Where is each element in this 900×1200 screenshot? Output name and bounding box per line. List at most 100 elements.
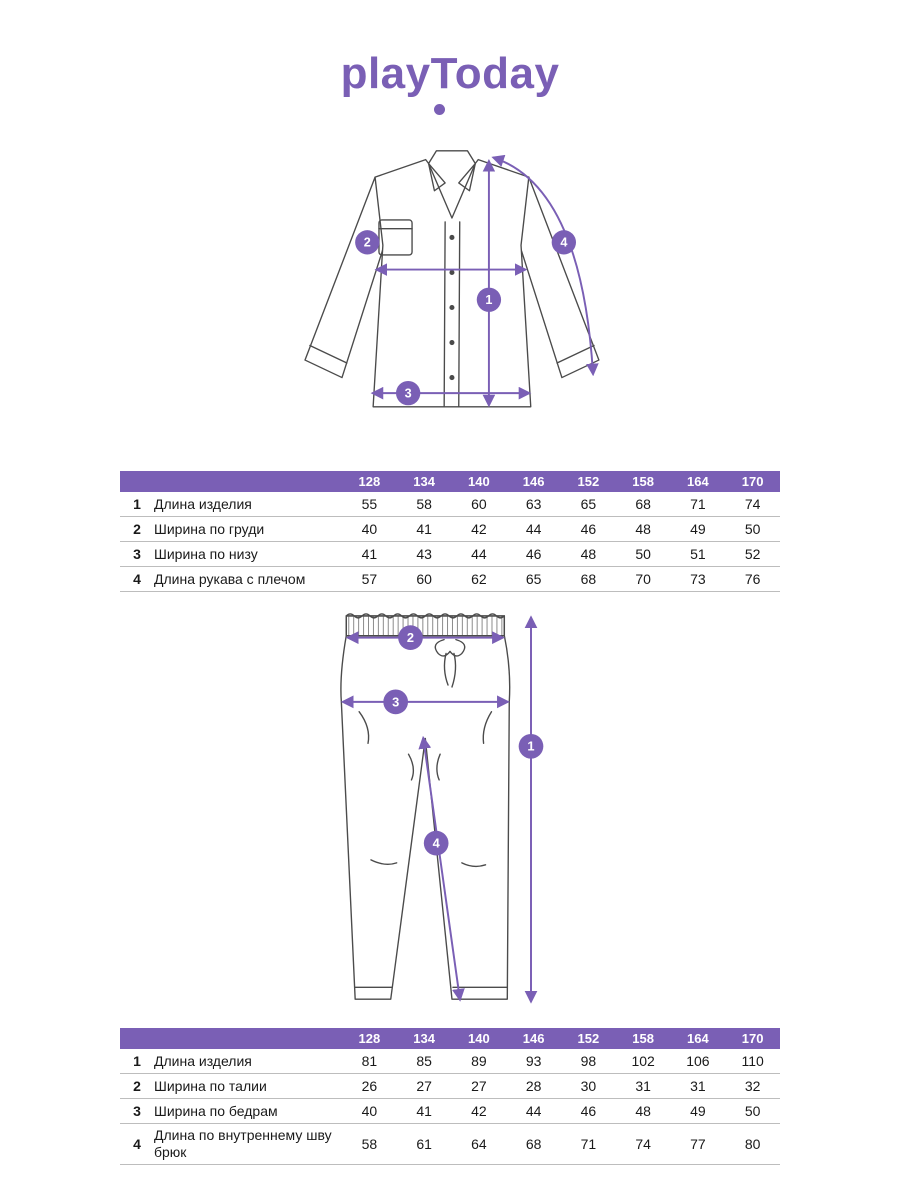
measurement-value: 98: [580, 1053, 597, 1069]
shirt-marker-1: 1: [485, 293, 492, 307]
size-column-header: 146: [522, 474, 545, 489]
row-number: 2: [133, 1078, 141, 1094]
measurement-value: 48: [635, 521, 651, 537]
measurement-value: 46: [580, 521, 597, 537]
row-number: 4: [133, 1135, 141, 1152]
measurement-value: 74: [635, 1135, 651, 1152]
measurement-label: Длина изделия: [154, 1052, 252, 1069]
size-column-header: 158: [632, 1031, 654, 1046]
size-column-header: 128: [358, 1031, 381, 1046]
measurement-value: 27: [471, 1078, 487, 1094]
measurement-label: Ширина по груди: [154, 520, 265, 537]
measurement-value: 46: [525, 546, 542, 562]
pants-diagram: 1 2 3 4: [0, 608, 900, 1018]
measurement-value: 62: [471, 571, 487, 587]
measurement-value: 46: [580, 1103, 597, 1119]
measurement-value: 74: [744, 496, 761, 512]
measurement-value: 73: [690, 571, 706, 587]
pants-table-header-row: 128 134 140 146 152 158 164 170: [120, 1028, 780, 1049]
pants-marker-1: 1: [527, 739, 534, 754]
measurement-value: 57: [361, 571, 378, 587]
shirt-marker-4: 4: [560, 236, 567, 250]
measurement-value: 89: [471, 1053, 487, 1069]
measurement-label: Ширина по талии: [154, 1077, 267, 1094]
size-column-header: 170: [741, 1031, 764, 1046]
row-number: 1: [133, 1053, 141, 1069]
row-number: 4: [133, 571, 141, 587]
measurement-value: 64: [471, 1135, 487, 1152]
measurement-value: 44: [525, 1103, 542, 1119]
measurement-value: 31: [635, 1078, 651, 1094]
size-column-header: 170: [741, 474, 764, 489]
measurement-value: 49: [690, 521, 706, 537]
measurement-value: 40: [361, 521, 378, 537]
size-column-header: 164: [687, 1031, 709, 1046]
size-column-header: 164: [687, 474, 709, 489]
measurement-value: 76: [744, 571, 761, 587]
shirt-diagram: 1 2 3 4: [0, 140, 900, 445]
measurement-value: 58: [416, 496, 432, 512]
measurement-label: Длина по внутреннему шву брюк: [154, 1127, 332, 1160]
measurement-value: 32: [744, 1078, 761, 1094]
size-column-header: 152: [577, 1031, 600, 1046]
measurement-value: 70: [635, 571, 651, 587]
measurement-value: 51: [690, 546, 706, 562]
measurement-value: 60: [416, 571, 432, 587]
size-column-header: 128: [358, 474, 381, 489]
shirt-marker-3: 3: [405, 387, 412, 401]
pants-measure-lines: [340, 615, 538, 1004]
measurement-value: 40: [361, 1103, 378, 1119]
measurement-value: 41: [416, 1103, 432, 1119]
measurement-value: 65: [580, 496, 597, 512]
size-column-header: 134: [413, 474, 435, 489]
row-number: 1: [133, 496, 141, 512]
measurement-value: 68: [525, 1135, 542, 1152]
measurement-value: 102: [631, 1053, 655, 1069]
measurement-value: 60: [471, 496, 487, 512]
measurement-value: 48: [580, 546, 597, 562]
brand-logo: playToday: [0, 0, 900, 115]
size-column-header: 146: [522, 1031, 545, 1046]
measurement-value: 26: [361, 1078, 378, 1094]
row-number: 2: [133, 521, 141, 537]
pants-outline: [340, 613, 511, 1000]
shirt-marker-2: 2: [364, 236, 371, 250]
size-column-header: 158: [632, 474, 654, 489]
measurement-value: 50: [744, 521, 761, 537]
size-column-header: 134: [413, 1031, 435, 1046]
size-column-header: 140: [468, 474, 490, 489]
measurement-value: 42: [471, 521, 487, 537]
measurement-value: 61: [416, 1135, 432, 1152]
measurement-label: Длина изделия: [154, 495, 252, 512]
measurement-value: 71: [690, 496, 706, 512]
measurement-value: 85: [416, 1053, 432, 1069]
measurement-value: 93: [525, 1053, 542, 1069]
row-number: 3: [133, 1103, 141, 1119]
shirt-outline: [304, 150, 600, 408]
pants-measure-badges: 1 2 3 4: [383, 625, 544, 856]
measurement-value: 44: [525, 521, 542, 537]
measurement-value: 50: [635, 546, 651, 562]
measurement-value: 28: [525, 1078, 542, 1094]
pants-marker-2: 2: [407, 630, 414, 645]
measurement-value: 42: [471, 1103, 487, 1119]
measurement-value: 65: [525, 571, 542, 587]
measurement-label: Ширина по бедрам: [154, 1102, 278, 1119]
size-column-header: 140: [468, 1031, 490, 1046]
measurement-value: 41: [416, 521, 432, 537]
measurement-value: 52: [744, 546, 761, 562]
measurement-value: 80: [744, 1135, 761, 1152]
shirt-measure-badges: 1 2 3 4: [355, 230, 576, 406]
measurement-value: 55: [361, 496, 378, 512]
measurement-label: Ширина по низу: [154, 545, 258, 562]
pants-line-drawing-icon: 1 2 3 4: [340, 613, 544, 1004]
brand-logo-text: playToday: [340, 49, 560, 98]
measurement-value: 43: [416, 546, 432, 562]
